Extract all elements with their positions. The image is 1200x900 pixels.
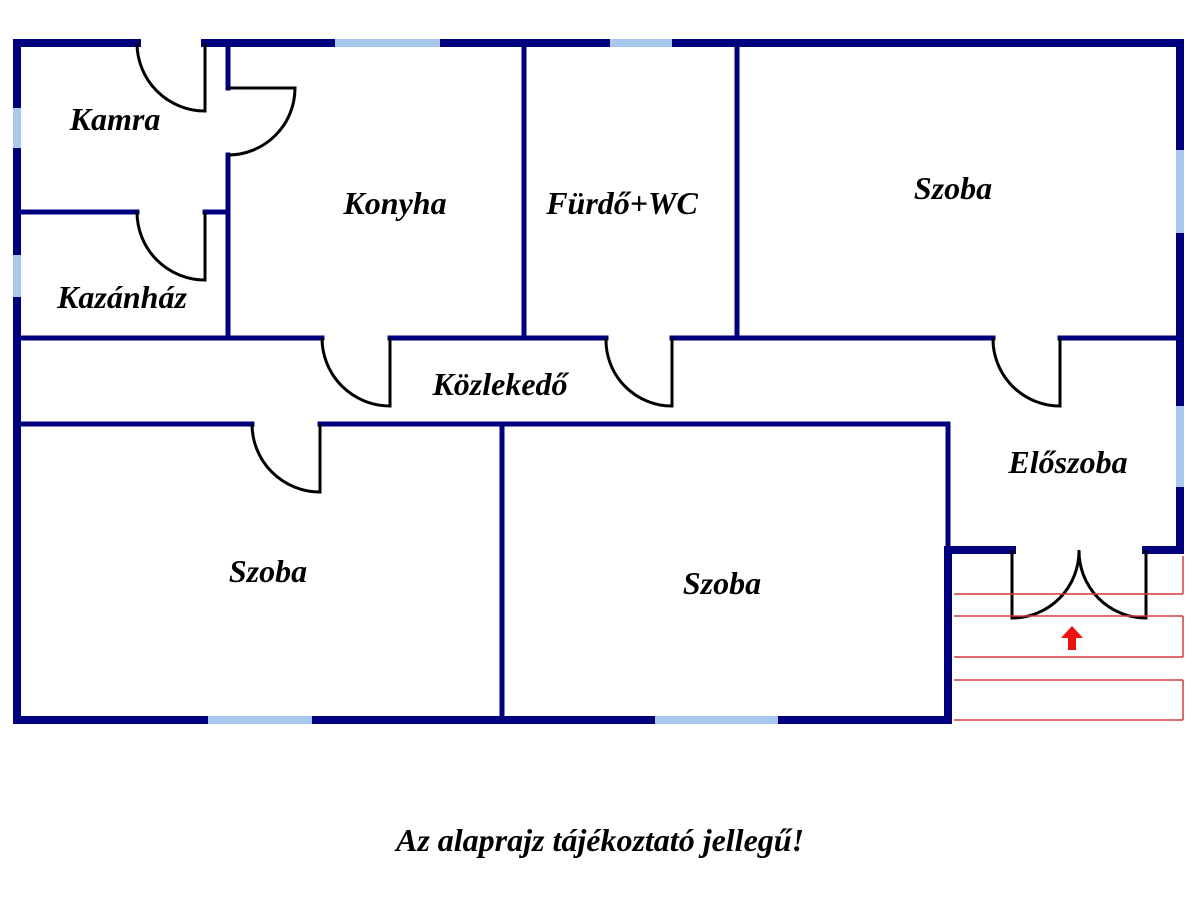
door (1010, 549, 1081, 620)
door (135, 42, 207, 113)
room-label-szoba-bottom-mid: Szoba (683, 565, 761, 601)
disclaimer-caption: Az alaprajz tájékoztató jellegű! (395, 822, 805, 858)
room-label-furdo: Fürdő+WC (545, 185, 698, 221)
door (320, 337, 392, 408)
door (135, 211, 207, 282)
walls (13, 39, 1184, 724)
doors (135, 42, 1148, 620)
room-label-konyha: Konyha (342, 185, 446, 221)
room-label-kozlekedo: Közlekedő (431, 366, 569, 402)
arrow-shape (1061, 626, 1083, 650)
room-label-kazanhaz: Kazánház (56, 279, 187, 315)
room-label-eloszoba: Előszoba (1007, 444, 1127, 480)
door (991, 337, 1062, 408)
entrance-arrow-icon (1061, 626, 1083, 650)
door (604, 337, 674, 408)
room-label-kamra: Kamra (69, 101, 161, 137)
windows (13, 39, 1184, 724)
door (1077, 549, 1148, 620)
entrance-steps (954, 556, 1184, 721)
door (250, 423, 322, 494)
door (227, 86, 297, 157)
room-label-szoba-top: Szoba (914, 170, 992, 206)
room-label-szoba-bottom-left: Szoba (229, 553, 307, 589)
